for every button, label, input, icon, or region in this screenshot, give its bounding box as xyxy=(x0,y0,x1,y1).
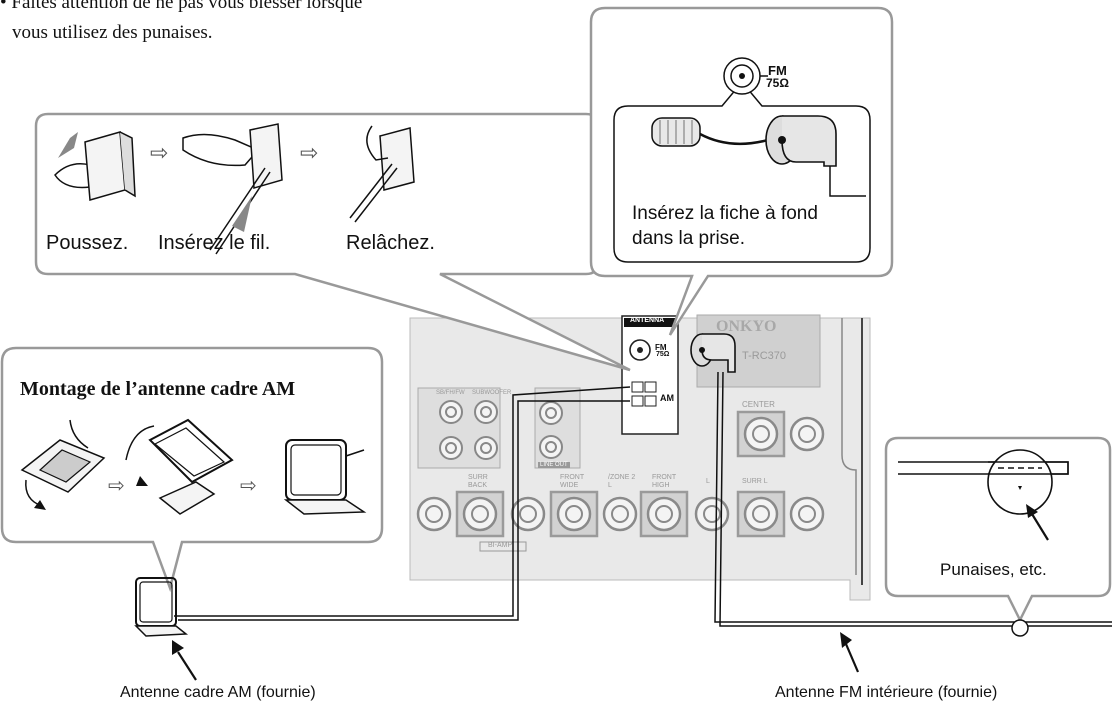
jack-lineout-l xyxy=(539,401,563,425)
release-illustration xyxy=(349,125,415,223)
panel-subwoofer: SUBWOOFER xyxy=(472,390,512,396)
fm-instruction-1: Insérez la fiche à fond xyxy=(632,203,818,224)
svg-text:⇨: ⇨ xyxy=(150,140,168,165)
step-push-label: Poussez. xyxy=(46,232,129,254)
svg-text:⇨: ⇨ xyxy=(240,475,257,497)
intro-line-2: vous utilisez des punaises. xyxy=(12,22,213,43)
am-antenna-arrow xyxy=(177,651,197,681)
am-antenna-caption: Antenne cadre AM (fournie) xyxy=(120,684,316,701)
panel-surr-l: SURR L xyxy=(742,478,768,485)
am-loop-step-2 xyxy=(125,418,234,515)
panel-brand: ONKYO xyxy=(716,318,777,335)
antenna-wires xyxy=(174,371,1112,627)
fm-jack-label-1: FM xyxy=(768,63,787,78)
svg-text:⇨: ⇨ xyxy=(300,140,318,165)
panel-sb-fh-fw: SB/FH/FW xyxy=(436,390,465,396)
am-assembly-title: Montage de l’antenne cadre AM xyxy=(20,378,296,400)
panel-center: CENTER xyxy=(742,400,775,409)
panel-front-wide: FRONT WIDE xyxy=(560,474,585,489)
fm-plug-illustration xyxy=(651,115,866,197)
step-release-label: Relâchez. xyxy=(346,232,435,254)
fm-antenna-arrow xyxy=(844,643,860,673)
panel-fm: FM xyxy=(655,343,667,352)
am-loop-step-3 xyxy=(283,439,367,515)
fm-instruction-2: dans la prise. xyxy=(632,228,746,249)
am-assembly-callout: ⇨ ⇨ xyxy=(0,346,384,593)
panel-l: L xyxy=(706,478,710,485)
panel-model: T-RC370 xyxy=(742,350,787,362)
fm-jack-callout xyxy=(589,6,894,336)
panel-line-out: LINE OUT xyxy=(538,462,570,468)
panel-ohm: 75Ω xyxy=(656,351,670,358)
push-illustration xyxy=(54,131,136,201)
jack-sb-1 xyxy=(439,400,463,424)
fm-plug-on-panel xyxy=(690,333,736,373)
jack-lineout-r xyxy=(539,435,563,459)
wire-insertion-callout: ⇨ ⇨ xyxy=(34,112,631,372)
jack-sb-2 xyxy=(474,400,498,424)
panel-surr-back: SURR BACK xyxy=(468,474,488,489)
panel-am: AM xyxy=(660,393,674,403)
am-loop-step-1 xyxy=(20,419,106,510)
panel-zone2: /ZONE 2 L xyxy=(608,474,636,489)
panel-front-high: FRONT HIGH xyxy=(652,474,677,489)
jack-sw-2 xyxy=(474,436,498,460)
am-loop-antenna xyxy=(134,577,189,637)
fm-antenna-caption: Antenne FM intérieure (fournie) xyxy=(775,684,998,701)
step-insert-label: Insérez le fil. xyxy=(158,232,271,254)
insert-illustration xyxy=(182,123,283,255)
intro-line-1: • Faites attention de ne pas vous blesse… xyxy=(0,0,363,13)
jack-sw-1 xyxy=(439,436,463,460)
receiver-back-panel xyxy=(409,314,871,601)
antenna-header: ANTENNA xyxy=(630,317,665,324)
antenna-block xyxy=(621,315,679,435)
tack-callout xyxy=(884,436,1112,637)
tack-label: Punaises, etc. xyxy=(940,560,1047,579)
fm-jack-label-2: 75Ω xyxy=(766,76,789,90)
panel-bi-amp: BI-AMP xyxy=(488,542,513,549)
svg-text:⇨: ⇨ xyxy=(108,475,125,497)
